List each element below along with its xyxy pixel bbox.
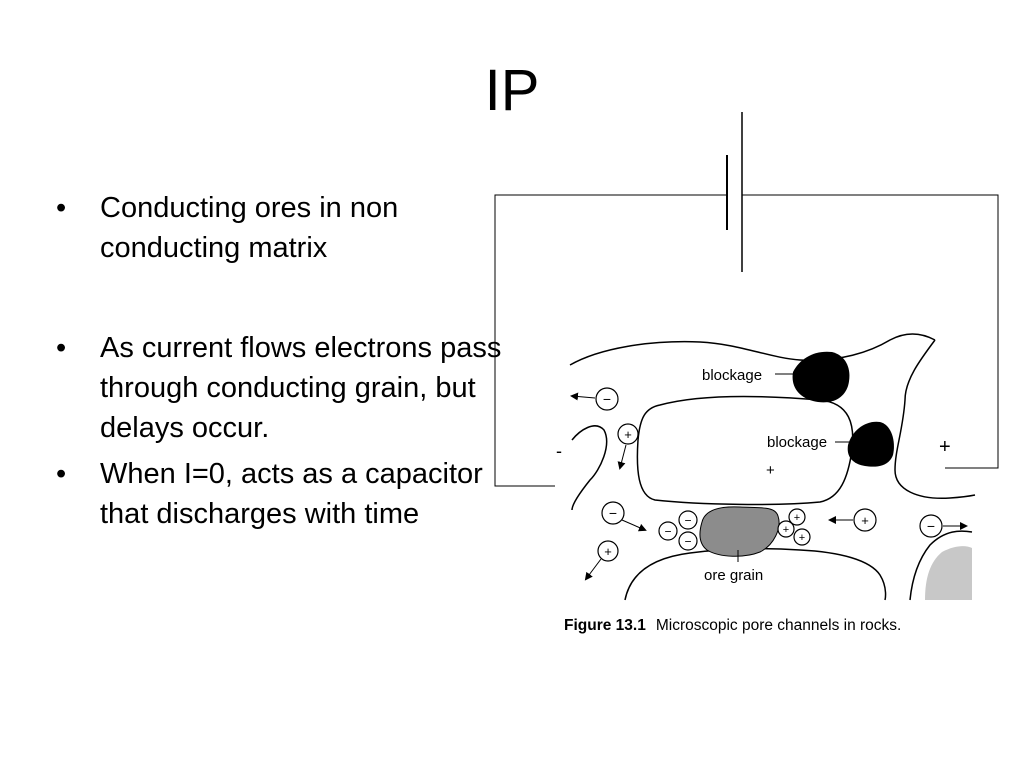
battery-icon: [726, 112, 743, 272]
positive-ion-icon: +: [788, 508, 806, 526]
rock-grain-center: [636, 395, 854, 506]
svg-text:−: −: [684, 535, 691, 549]
ore-grain-label: ore grain: [704, 567, 763, 584]
svg-text:+: +: [799, 532, 805, 544]
svg-text:−: −: [927, 518, 935, 534]
ion-charges: − + − + − −: [570, 387, 968, 581]
circuit-wire: [494, 194, 999, 487]
bullet-item: • When I=0, acts as a capacitor that dis…: [56, 454, 506, 534]
negative-ion-icon: −: [678, 510, 698, 530]
svg-text:−: −: [664, 525, 671, 539]
gray-grain: [925, 546, 972, 600]
positive-ion-icon: +: [617, 423, 639, 445]
negative-ion-icon: −: [658, 521, 678, 541]
rock-grains: [569, 333, 976, 601]
bullet-item: • Conducting ores in non conducting matr…: [56, 188, 506, 268]
figure-number: Figure 13.1: [564, 617, 646, 634]
arrow-icon: [617, 444, 627, 470]
positive-ion-icon: +: [853, 508, 877, 532]
negative-ion-icon: −: [601, 501, 625, 525]
rock-grain-lower: [624, 548, 887, 601]
svg-text:+: +: [604, 544, 612, 559]
ore-grain: [699, 506, 780, 557]
arrow-icon: [621, 519, 647, 532]
positive-ion-icon: +: [793, 528, 811, 546]
blockage-label-upper: blockage: [702, 367, 762, 384]
positive-ion-icon: +: [597, 540, 619, 562]
figure-caption-text: Microscopic pore channels in rocks.: [655, 617, 902, 634]
svg-text:−: −: [609, 505, 617, 521]
bullet-text: As current flows electrons pass through …: [100, 332, 502, 444]
rock-grain-right: [894, 339, 976, 499]
negative-terminal-label: -: [556, 441, 562, 461]
svg-text:+: +: [624, 427, 632, 442]
bullet-item: • As current flows electrons pass throug…: [56, 328, 506, 448]
blockage-label-lower: blockage: [767, 434, 827, 451]
grain-plus-sign: +: [766, 462, 775, 479]
blockage-upper: [792, 351, 850, 403]
svg-text:−: −: [603, 391, 611, 407]
bullet-icon: •: [56, 458, 67, 490]
label-leaders: [737, 373, 852, 562]
bullet-icon: •: [56, 192, 67, 224]
blockage-lower: [847, 421, 894, 467]
svg-text:+: +: [861, 513, 869, 528]
negative-ion-icon: −: [595, 387, 619, 411]
slide-title: IP: [484, 58, 540, 123]
arrow-icon: [584, 558, 602, 581]
positive-ion-icon: +: [777, 520, 795, 538]
svg-text:−: −: [684, 514, 691, 528]
svg-text:+: +: [783, 524, 789, 536]
positive-terminal-label: +: [939, 436, 951, 458]
bullet-icon: •: [56, 332, 67, 364]
svg-text:+: +: [794, 512, 800, 524]
rock-grain-left: [571, 425, 608, 511]
rock-grain-upper: [569, 333, 936, 366]
arrow-icon: [570, 392, 596, 401]
negative-ion-icon: −: [919, 514, 943, 538]
rock-grain-lower-right: [909, 530, 973, 601]
bullet-text: Conducting ores in non conducting matrix: [100, 192, 399, 264]
figure-caption: Figure 13.1 Microscopic pore channels in …: [564, 617, 901, 635]
bullet-text: When I=0, acts as a capacitor that disch…: [100, 458, 483, 530]
negative-ion-icon: −: [678, 531, 698, 551]
bullet-list: • Conducting ores in non conducting matr…: [56, 188, 506, 534]
